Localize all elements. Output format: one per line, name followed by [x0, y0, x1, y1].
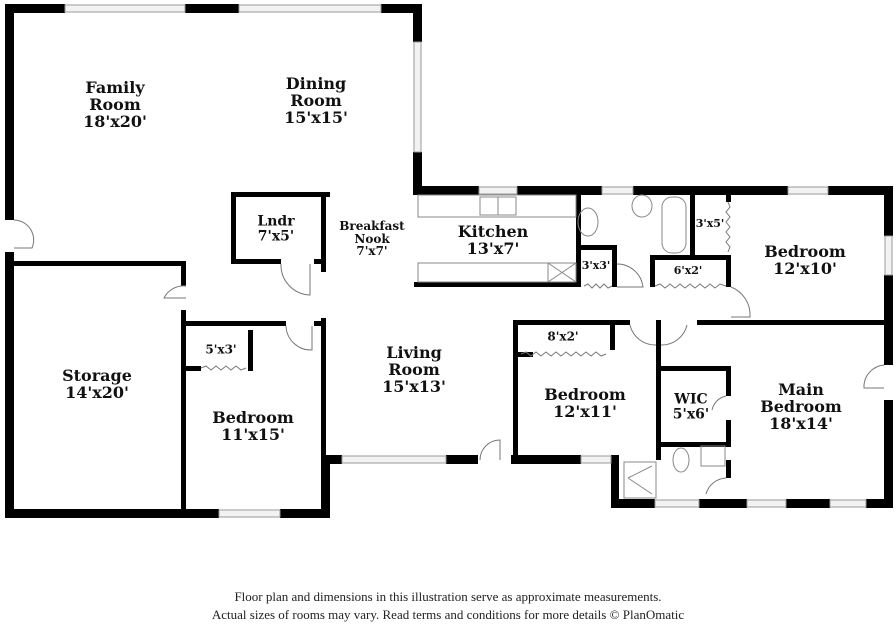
room-label-dining-room: Dining Room 15'x15': [284, 73, 348, 127]
room-name: Kitchen: [457, 222, 529, 242]
room-name: Storage: [62, 366, 132, 386]
disclaimer-line-1: Floor plan and dimensions in this illust…: [234, 589, 662, 604]
room-dimensions: 5'x6': [672, 406, 710, 422]
disclaimer-line-2: Actual sizes of rooms may vary. Read ter…: [211, 607, 685, 622]
room-label-breakfast-nook: Breakfast Nook 7'x7': [339, 220, 404, 258]
room-label-storage: Storage 14'x20': [62, 366, 132, 402]
room-label-living-room: Living Room 15'x13': [382, 342, 446, 396]
doors: [13, 219, 885, 495]
room-dimensions: 15'x15': [284, 107, 348, 127]
room-label-closet-3x3: 3'x3': [582, 260, 611, 272]
room-label-main-bedroom: Main Bedroom 18'x14': [760, 379, 842, 433]
bifold-closet-doors: [200, 201, 731, 371]
room-dimensions: 15'x13': [382, 376, 446, 396]
room-name: Family: [85, 77, 145, 97]
room-dimensions: 3'x5': [695, 217, 725, 231]
room-name: Bedroom: [760, 396, 842, 416]
room-label-bedroom-s: Bedroom 12'x11': [544, 385, 626, 421]
room-dimensions: 6'x2': [673, 264, 703, 278]
room-name: Bedroom: [764, 242, 846, 262]
room-name: Nook: [354, 231, 390, 246]
room-dimensions: 12'x10': [773, 259, 837, 278]
room-dimensions: 13'x7': [466, 239, 520, 258]
room-name: Dining: [285, 73, 347, 93]
room-name: Breakfast: [339, 219, 405, 234]
room-label-closet-5x3: 5'x3': [205, 344, 236, 357]
room-label-laundry: Lndr 7'x5': [257, 214, 294, 243]
room-label-bedroom-ne: Bedroom 12'x10': [764, 242, 846, 278]
room-dimensions: 7'x5': [257, 228, 295, 244]
room-name: Living: [386, 342, 442, 362]
room-label-kitchen: Kitchen 13'x7': [457, 222, 529, 258]
room-label-closet-8x2: 8'x2': [547, 331, 578, 344]
room-name: Main: [778, 379, 824, 399]
room-name: Bedroom: [212, 408, 294, 428]
room-dimensions: 3'x3': [581, 259, 611, 273]
room-dimensions: 18'x14': [769, 413, 833, 433]
room-label-closet-3x5: 3'x5': [696, 218, 725, 230]
room-dimensions: 5'x3': [205, 342, 237, 357]
fixtures: [417, 194, 726, 499]
interior-walls: [5, 192, 890, 518]
room-dimensions: 11'x15': [221, 425, 285, 444]
room-name: Room: [89, 94, 141, 114]
room-name: Room: [290, 90, 342, 110]
room-dimensions: 8'x2': [547, 329, 579, 344]
room-label-wic: WIC 5'x6': [673, 392, 709, 421]
room-dimensions: 18'x20': [83, 111, 147, 131]
windows: [64, 4, 893, 518]
room-name: Bedroom: [544, 385, 626, 405]
room-name: WIC: [674, 391, 708, 408]
room-name: Lndr: [257, 213, 295, 230]
room-label-closet-6x2: 6'x2': [674, 265, 703, 277]
room-dimensions: 14'x20': [65, 383, 129, 402]
room-label-family-room: Family Room 18'x20': [83, 77, 147, 131]
room-dimensions: 12'x11': [553, 402, 617, 421]
room-label-bedroom-sw: Bedroom 11'x15': [212, 408, 294, 444]
room-name: Room: [388, 359, 440, 379]
room-dimensions: 7'x7': [356, 244, 388, 259]
